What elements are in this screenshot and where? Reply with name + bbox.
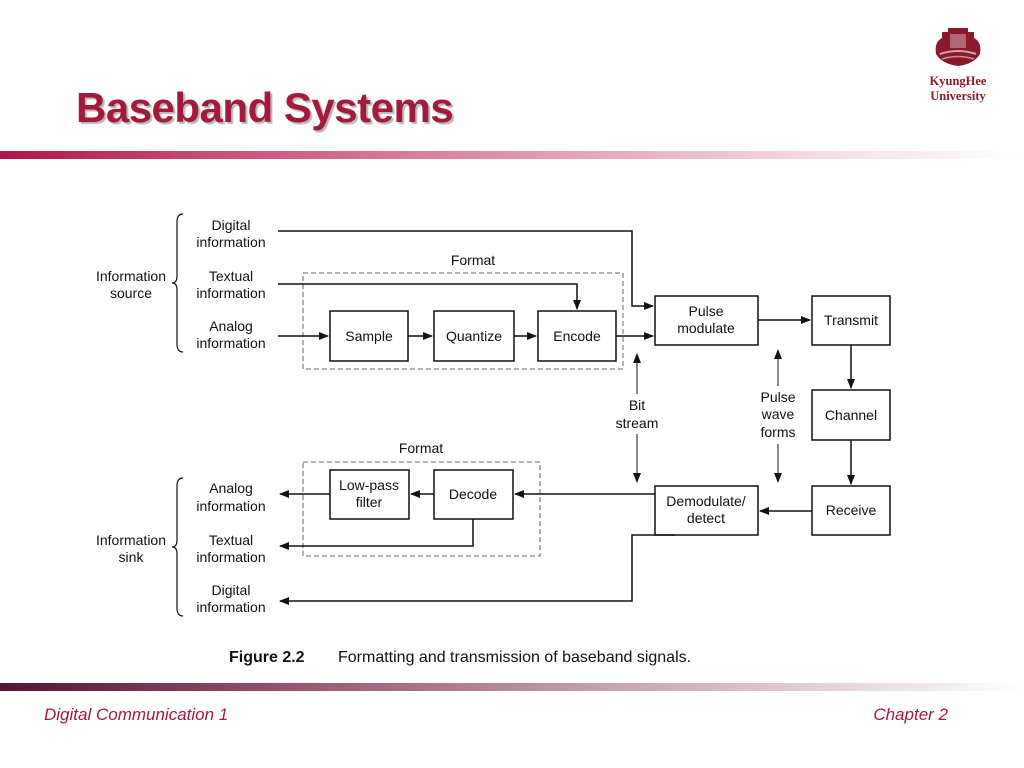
bit-stream-label-2: stream bbox=[616, 415, 659, 431]
source-analog-label-1: Analog bbox=[209, 318, 253, 334]
format-top-label: Format bbox=[451, 252, 495, 268]
footer-chapter: Chapter 2 bbox=[873, 705, 948, 724]
pulse-modulate-block bbox=[654, 295, 759, 346]
demodulate-to-digital-arrow bbox=[279, 534, 675, 605]
footer-course: Digital Communication 1 bbox=[44, 705, 229, 724]
format-bottom-box bbox=[302, 461, 541, 557]
sink-analog-label-1: Analog bbox=[209, 480, 253, 496]
demodulate-label-2: detect bbox=[687, 510, 725, 526]
sample-label: Sample bbox=[345, 328, 393, 344]
encode-label: Encode bbox=[553, 328, 601, 344]
pulse-modulate-label-2: modulate bbox=[677, 320, 735, 336]
information-sink-label-1: Information bbox=[96, 532, 166, 548]
receive-label: Receive bbox=[826, 502, 877, 518]
source-digital-label-1: Digital bbox=[212, 217, 251, 233]
slide-title: Baseband Systems bbox=[76, 84, 454, 131]
lowpass-filter-block bbox=[329, 469, 410, 520]
sink-textual-label-2: information bbox=[196, 549, 265, 565]
transmit-label: Transmit bbox=[824, 312, 878, 328]
pulse-waveforms-label-1: Pulse bbox=[760, 389, 795, 405]
pulse-waveforms-label-3: forms bbox=[761, 424, 796, 440]
sink-analog-label-2: information bbox=[196, 498, 265, 514]
quantize-label: Quantize bbox=[446, 328, 502, 344]
university-line-2: University bbox=[930, 89, 986, 103]
receive-block bbox=[811, 485, 891, 536]
textual-source-arrow bbox=[278, 283, 581, 310]
pulse-waveforms-label-2: wave bbox=[761, 406, 795, 422]
kyunghee-crest-icon bbox=[935, 28, 981, 66]
decode-label: Decode bbox=[449, 486, 497, 502]
format-top-box bbox=[302, 272, 624, 370]
information-source-label-1: Information bbox=[96, 268, 166, 284]
bit-stream-label-1: Bit bbox=[629, 397, 645, 413]
format-bottom-label: Format bbox=[399, 440, 443, 456]
figure-caption-label: Figure 2.2 bbox=[229, 649, 305, 666]
lowpass-label-2: filter bbox=[356, 494, 383, 510]
source-textual-label-1: Textual bbox=[209, 268, 253, 284]
source-digital-label-2: information bbox=[196, 234, 265, 250]
digital-source-arrow bbox=[278, 230, 654, 310]
sink-brace bbox=[171, 477, 184, 617]
figure-caption-text: Formatting and transmission of baseband … bbox=[338, 649, 691, 666]
encode-block bbox=[537, 310, 617, 362]
university-line-1: KyungHee bbox=[929, 74, 987, 88]
source-analog-label-2: information bbox=[196, 335, 265, 351]
demodulate-block bbox=[654, 485, 759, 536]
sink-digital-label-1: Digital bbox=[212, 582, 251, 598]
information-sink-label-2: sink bbox=[119, 549, 145, 565]
information-source-label-2: source bbox=[110, 285, 152, 301]
sink-digital-label-2: information bbox=[196, 599, 265, 615]
footer-divider-bar bbox=[0, 683, 1024, 691]
title-divider-bar bbox=[0, 151, 1024, 159]
source-brace bbox=[171, 213, 184, 353]
channel-block bbox=[811, 389, 891, 441]
sample-block bbox=[329, 310, 409, 362]
sink-textual-label-1: Textual bbox=[209, 532, 253, 548]
demodulate-label-1: Demodulate/ bbox=[666, 493, 745, 509]
source-textual-label-2: information bbox=[196, 285, 265, 301]
pulse-modulate-label-1: Pulse bbox=[688, 303, 723, 319]
university-name: KyungHee University bbox=[918, 74, 998, 104]
decode-to-textual-arrow bbox=[279, 519, 474, 550]
channel-label: Channel bbox=[825, 407, 877, 423]
lowpass-label-1: Low-pass bbox=[339, 477, 399, 493]
quantize-block bbox=[433, 310, 515, 362]
